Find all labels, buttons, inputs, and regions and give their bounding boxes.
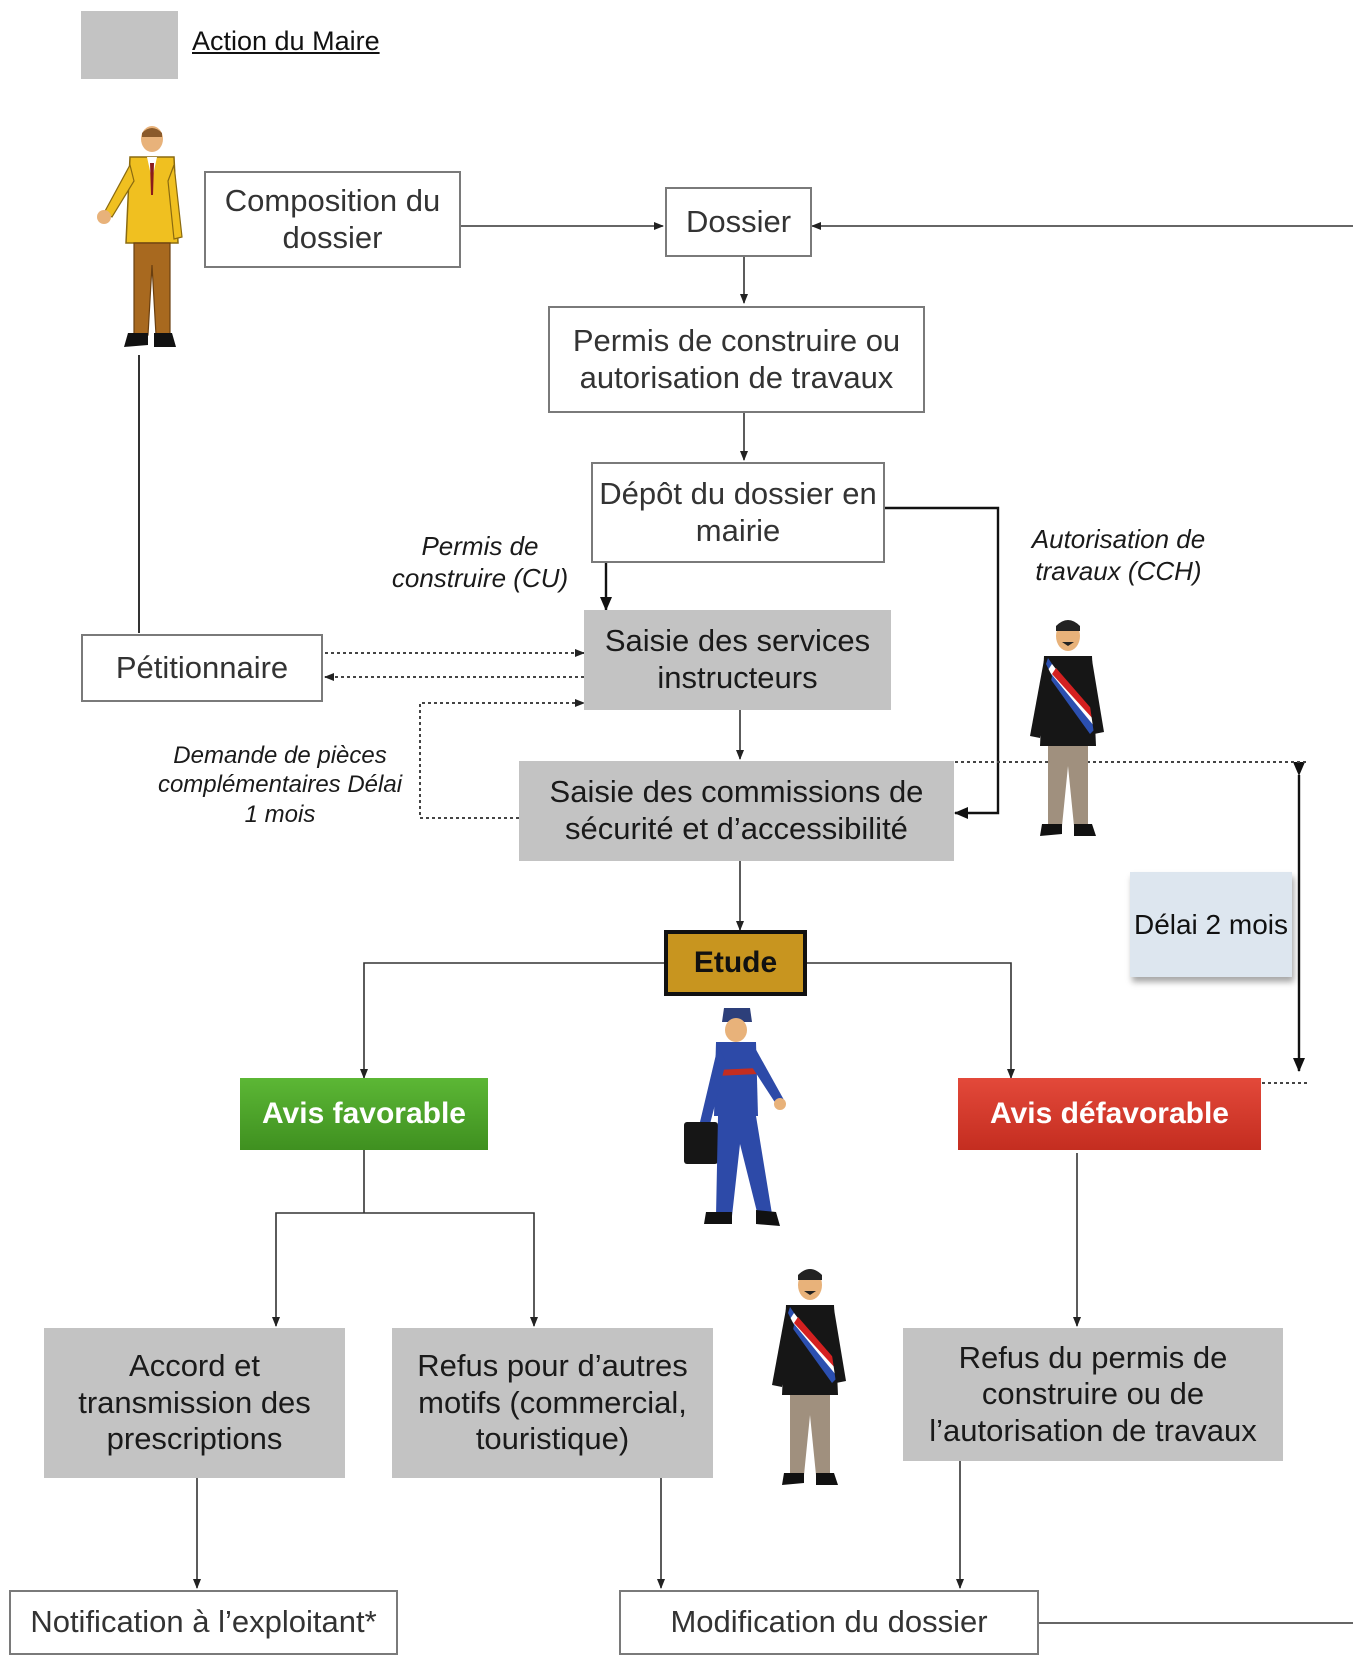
accord-box: Accord et transmission des prescriptions — [44, 1328, 345, 1478]
avis-favorable-box: Avis favorable — [240, 1078, 488, 1150]
notification-box: Notification à l’exploitant* — [9, 1590, 398, 1655]
modification-box: Modification du dossier — [619, 1590, 1039, 1655]
mayor-figure — [772, 1269, 846, 1485]
avis-defavorable-box: Avis défavorable — [958, 1078, 1261, 1150]
delai-2-mois-note: Délai 2 mois — [1130, 872, 1292, 977]
autorisation-cch-label: Autorisation de travaux (CCH) — [1031, 524, 1206, 586]
depot-box: Dépôt du dossier en mairie — [591, 462, 885, 563]
refus-permis-box: Refus du permis de construire ou de l’au… — [903, 1328, 1283, 1461]
permis-box: Permis de construire ou autorisation de … — [548, 306, 925, 413]
legend-label: Action du Maire — [192, 26, 380, 56]
demande-pieces-label: Demande de pièces complémentaires Délai … — [157, 742, 403, 828]
legend-swatch — [81, 11, 178, 79]
petitioner-figure — [97, 126, 183, 347]
dossier-box: Dossier — [665, 187, 812, 257]
mayor-figure — [1030, 620, 1104, 836]
petitionnaire-box: Pétitionnaire — [81, 634, 323, 702]
permis-cu-label: Permis de construire (CU) — [391, 531, 569, 593]
composition-box: Composition du dossier — [204, 171, 461, 268]
firefighter-figure — [684, 1008, 786, 1226]
etude-box: Etude — [664, 930, 807, 996]
refus-autres-box: Refus pour d’autres motifs (commercial, … — [392, 1328, 713, 1478]
saisie-services-box: Saisie des services instructeurs — [584, 610, 891, 710]
saisie-commissions-box: Saisie des commissions de sécurité et d’… — [519, 761, 954, 861]
